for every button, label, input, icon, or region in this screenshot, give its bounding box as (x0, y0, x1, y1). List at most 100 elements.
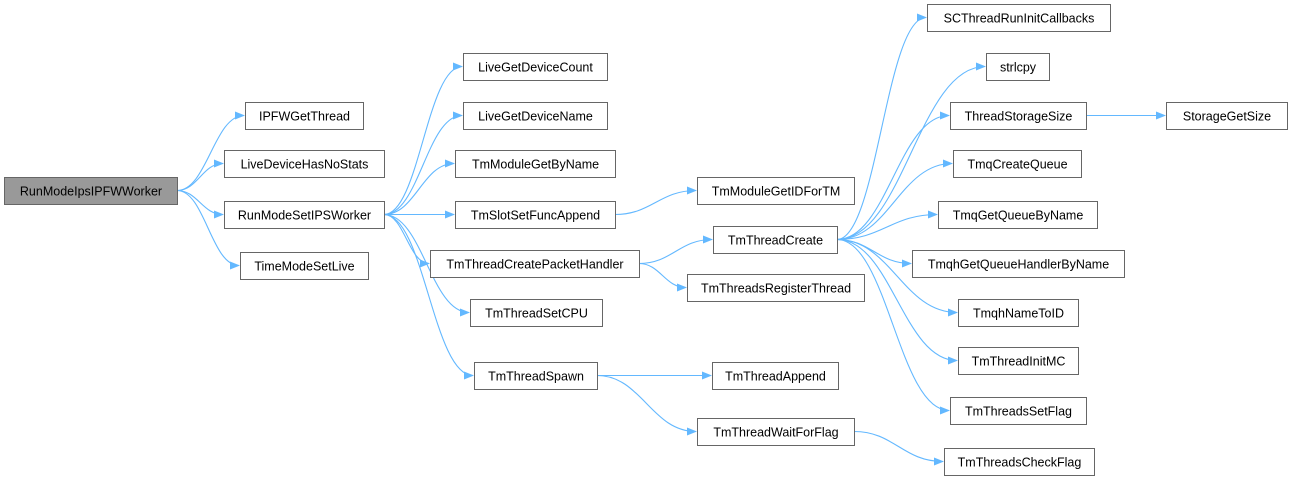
node-label: TmThreadAppend (725, 370, 826, 384)
node-live-get-device-name[interactable]: LiveGetDeviceName (463, 102, 608, 130)
edge-tm-thread-spawn-to-tm-thread-wait-for-flag (596, 374, 697, 436)
node-box (687, 274, 865, 302)
node-box (712, 362, 839, 390)
node-label: TmThreadsSetFlag (965, 405, 1072, 419)
edge-root-to-live-device-has-no-stats (176, 159, 224, 192)
node-label: TmThreadWaitForFlag (713, 426, 838, 440)
nodes-layer: RunModeIpsIPFWWorker IPFWGetThreadLiveDev… (4, 4, 1288, 476)
node-label: TmSlotSetFuncAppend (471, 209, 600, 223)
edges-layer (176, 13, 1166, 466)
edge-tm-thread-create-to-thread-storage-size (836, 111, 950, 241)
node-box (224, 150, 385, 178)
node-box (986, 53, 1050, 81)
node-box (245, 102, 364, 130)
node-box (697, 177, 855, 205)
node-label: TmThreadSpawn (488, 370, 584, 384)
edge-tm-thread-create-to-sc-thread-run-init-callbacks (836, 13, 927, 241)
node-run-mode-set-ips-worker[interactable]: RunModeSetIPSWorker (224, 201, 385, 229)
node-time-mode-set-live[interactable]: TimeModeSetLive (240, 252, 369, 280)
edge-run-mode-set-ips-worker-to-tm-thread-create-packet-handler (383, 213, 430, 268)
node-label: IPFWGetThread (259, 110, 350, 124)
node-label: TmThreadCreate (728, 234, 823, 248)
edge-tm-slot-set-func-append-to-tm-module-get-id-for-tm (614, 186, 697, 216)
node-box (430, 250, 640, 278)
node-label: TmThreadsCheckFlag (958, 456, 1082, 470)
node-box (463, 102, 608, 130)
node-box (697, 418, 855, 446)
node-tm-slot-set-func-append[interactable]: TmSlotSetFuncAppend (455, 201, 616, 229)
node-label: TmThreadSetCPU (485, 307, 588, 321)
node-box (1166, 102, 1288, 130)
node-label: SCThreadRunInitCallbacks (944, 12, 1095, 26)
node-label: TmqhNameToID (973, 307, 1064, 321)
node-tm-thread-append[interactable]: TmThreadAppend (712, 362, 839, 390)
node-box (950, 397, 1087, 425)
node-strlcpy[interactable]: strlcpy (986, 53, 1050, 81)
node-label: TmThreadInitMC (972, 355, 1066, 369)
node-tm-threads-set-flag[interactable]: TmThreadsSetFlag (950, 397, 1087, 425)
edge-run-mode-set-ips-worker-to-live-get-device-count (383, 62, 463, 216)
node-tm-thread-spawn[interactable]: TmThreadSpawn (474, 362, 598, 390)
node-tm-threads-register-thread[interactable]: TmThreadsRegisterThread (687, 274, 865, 302)
node-box (927, 4, 1111, 32)
node-sc-thread-run-init-callbacks[interactable]: SCThreadRunInitCallbacks (927, 4, 1111, 32)
node-ipfw-get-thread[interactable]: IPFWGetThread (245, 102, 364, 130)
node-tm-thread-set-cpu[interactable]: TmThreadSetCPU (470, 299, 603, 327)
node-box (713, 226, 838, 254)
node-tm-thread-create-packet-handler[interactable]: TmThreadCreatePacketHandler (430, 250, 640, 278)
node-live-get-device-count[interactable]: LiveGetDeviceCount (463, 53, 608, 81)
node-tm-threads-check-flag[interactable]: TmThreadsCheckFlag (944, 448, 1095, 476)
node-label: LiveDeviceHasNoStats (241, 158, 369, 172)
node-storage-get-size[interactable]: StorageGetSize (1166, 102, 1288, 130)
node-label: TmModuleGetByName (472, 158, 599, 172)
node-label: TmThreadsRegisterThread (701, 282, 851, 296)
node-tm-thread-wait-for-flag[interactable]: TmThreadWaitForFlag (697, 418, 855, 446)
node-box (958, 299, 1079, 327)
node-label: TimeModeSetLive (254, 260, 354, 274)
node-label: RunModeSetIPSWorker (238, 209, 371, 223)
node-label: LiveGetDeviceName (478, 110, 593, 124)
node-label: RunModeIpsIPFWWorker (20, 185, 162, 199)
node-tmqh-name-to-id[interactable]: TmqhNameToID (958, 299, 1079, 327)
node-label: strlcpy (1000, 61, 1037, 75)
edge-run-mode-set-ips-worker-to-tm-thread-spawn (383, 213, 474, 380)
node-label: TmqhGetQueueHandlerByName (928, 258, 1109, 272)
node-tm-module-get-id-for-tm[interactable]: TmModuleGetIDForTM (697, 177, 855, 205)
edge-tm-thread-create-packet-handler-to-tm-thread-create (638, 235, 713, 265)
node-box (455, 201, 616, 229)
node-tmq-get-queue-by-name[interactable]: TmqGetQueueByName (938, 201, 1098, 229)
edge-tm-thread-wait-for-flag-to-tm-threads-check-flag (853, 430, 944, 466)
node-box (4, 177, 178, 205)
edge-run-mode-set-ips-worker-to-tm-module-get-by-name (383, 159, 455, 216)
node-box (912, 250, 1125, 278)
node-box (944, 448, 1095, 476)
node-label: TmqGetQueueByName (953, 209, 1084, 223)
edge-tm-thread-create-to-tmq-create-queue (836, 159, 953, 241)
node-tm-thread-init-mc[interactable]: TmThreadInitMC (958, 347, 1079, 375)
node-label: LiveGetDeviceCount (478, 61, 593, 75)
node-label: StorageGetSize (1183, 110, 1271, 124)
node-box (953, 150, 1082, 178)
node-box (474, 362, 598, 390)
edge-tm-thread-create-to-tm-thread-init-mc (836, 238, 958, 365)
node-box (958, 347, 1079, 375)
node-root[interactable]: RunModeIpsIPFWWorker (4, 177, 178, 205)
node-thread-storage-size[interactable]: ThreadStorageSize (950, 102, 1087, 130)
node-tmqh-get-queue-handler-by-name[interactable]: TmqhGetQueueHandlerByName (912, 250, 1125, 278)
node-box (470, 299, 603, 327)
node-box (240, 252, 369, 280)
node-box (224, 201, 385, 229)
edge-tm-thread-create-to-tmqh-name-to-id (836, 238, 958, 317)
node-box (950, 102, 1087, 130)
node-tm-module-get-by-name[interactable]: TmModuleGetByName (455, 150, 616, 178)
node-live-device-has-no-stats[interactable]: LiveDeviceHasNoStats (224, 150, 385, 178)
edge-root-to-time-mode-set-live (176, 189, 240, 270)
edge-tm-thread-create-to-tm-threads-set-flag (836, 238, 950, 415)
node-box (463, 53, 608, 81)
node-label: TmThreadCreatePacketHandler (446, 258, 623, 272)
edge-run-mode-set-ips-worker-to-tm-thread-set-cpu (383, 213, 470, 317)
node-tm-thread-create[interactable]: TmThreadCreate (713, 226, 838, 254)
edge-run-mode-set-ips-worker-to-live-get-device-name (383, 111, 463, 216)
node-tmq-create-queue[interactable]: TmqCreateQueue (953, 150, 1082, 178)
